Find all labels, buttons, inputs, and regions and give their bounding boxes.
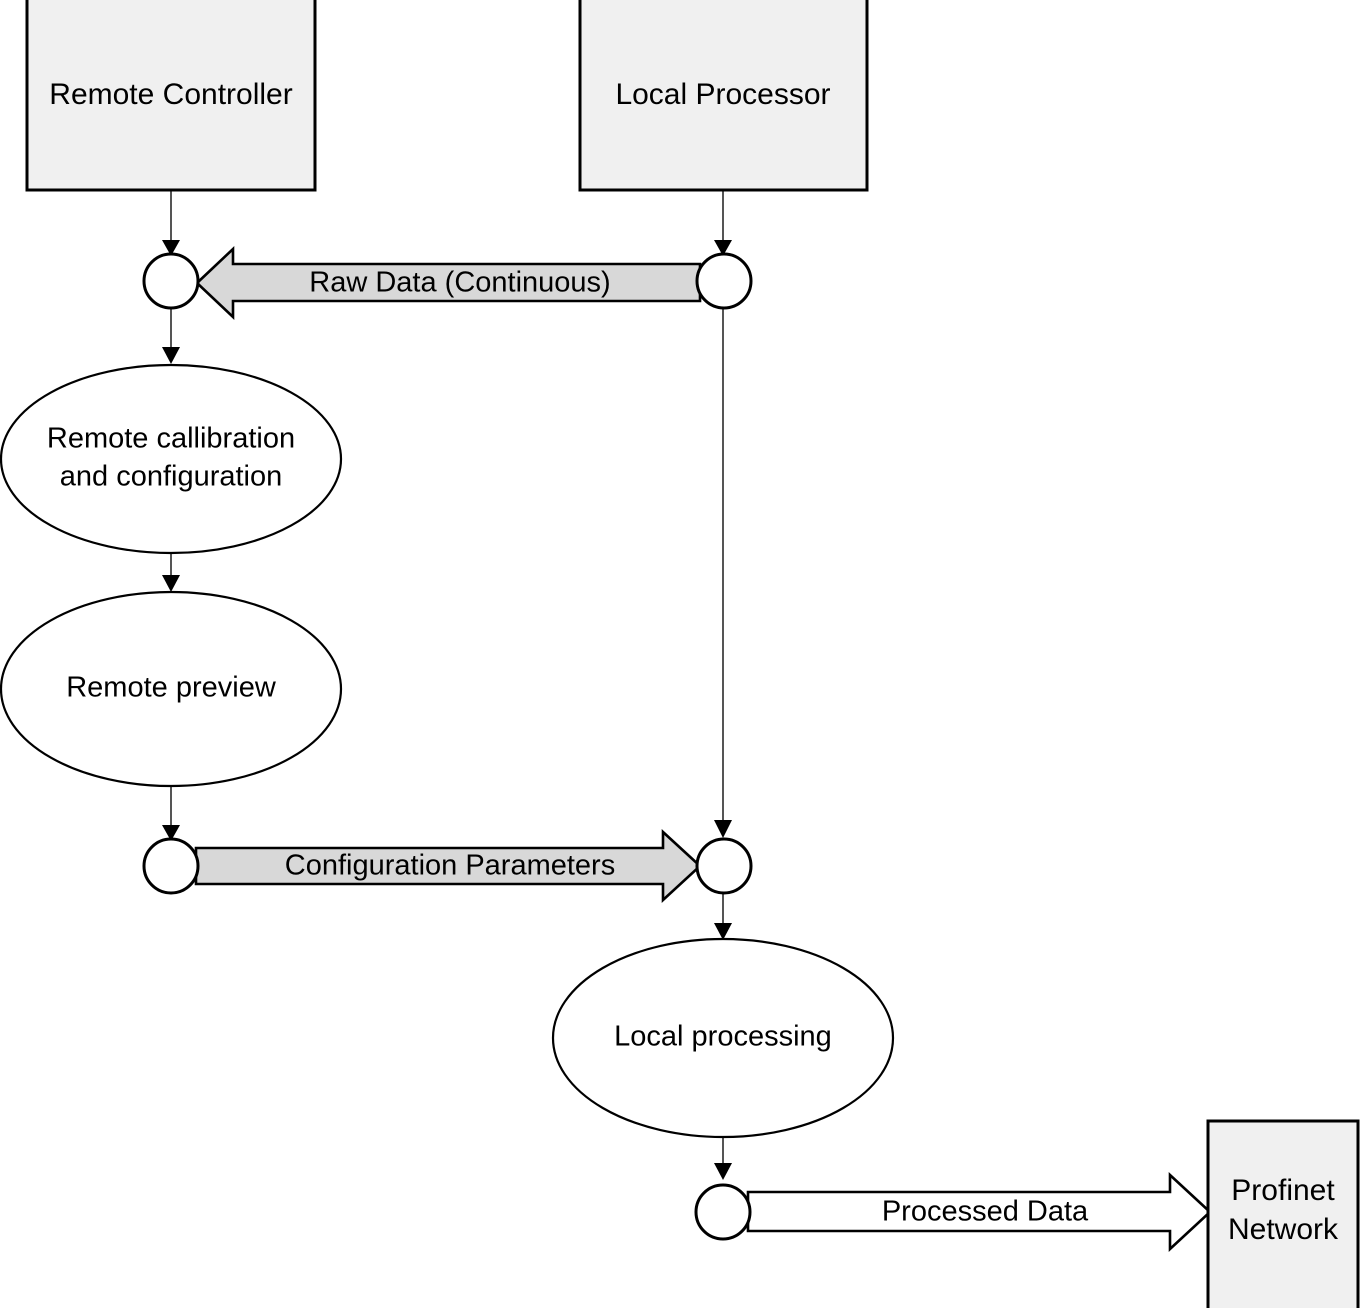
junction-remote-controller-send[interactable] [142, 837, 200, 895]
message-label-processed-data: Processed Data [882, 1196, 1089, 1228]
message-layer: Raw Data (Continuous) Configuration Para… [194, 245, 1212, 1252]
arrowhead-local-processing-to-junction [714, 1163, 732, 1180]
node-profinet-network[interactable] [1206, 1119, 1360, 1308]
node-remote-preview[interactable] [0, 590, 343, 788]
arrowhead-junction-to-local-processing [714, 923, 732, 940]
node-label-remote-calibration-line1: Remote callibration [47, 423, 295, 455]
connector-layer [162, 190, 732, 1180]
node-label-remote-controller: Remote Controller [49, 78, 292, 111]
arrowhead-remote-calibration-to-remote-preview [162, 575, 180, 592]
arrowhead-local-processor-to-junction [714, 240, 732, 256]
node-local-processor[interactable] [578, 0, 869, 192]
arrowhead-remote-preview-to-junction [162, 825, 180, 841]
node-remote-calibration[interactable] [0, 363, 343, 555]
message-label-raw-data: Raw Data (Continuous) [309, 267, 610, 299]
arrowhead-remote-controller-to-junction [162, 240, 180, 256]
node-label-remote-preview: Remote preview [66, 672, 277, 704]
node-label-local-processing: Local processing [614, 1021, 832, 1053]
junction-local-processor-receive[interactable] [695, 837, 753, 895]
junction-layer [142, 252, 753, 1241]
message-label-configuration-parameters: Configuration Parameters [285, 850, 615, 882]
arrowhead-local-processor-lane [714, 820, 732, 838]
junction-remote-controller-receive[interactable] [142, 252, 200, 310]
node-local-processing[interactable] [551, 937, 895, 1139]
node-remote-controller[interactable] [25, 0, 317, 192]
node-label-profinet-network-line2: Network [1228, 1213, 1339, 1246]
arrowhead-junction-to-remote-calibration [162, 347, 180, 364]
junction-local-processor-output[interactable] [694, 1183, 752, 1241]
node-label-local-processor: Local Processor [615, 78, 830, 111]
node-label-remote-calibration-line2: and configuration [60, 461, 283, 493]
node-label-profinet-network-line1: Profinet [1231, 1174, 1335, 1207]
junction-local-processor-send[interactable] [695, 252, 753, 310]
